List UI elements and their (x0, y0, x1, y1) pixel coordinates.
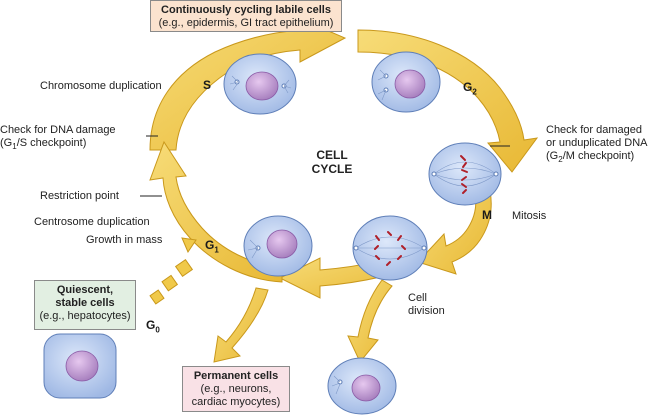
permanent-box-title: Permanent cells (193, 370, 279, 382)
quiescent-cells-box: Quiescent, stable cells (e.g., hepatocyt… (34, 280, 136, 330)
cell-g2-phase (371, 51, 441, 113)
labile-cells-box: Continuously cycling labile cells (e.g.,… (150, 0, 342, 32)
cell-anaphase (352, 215, 428, 281)
g0-dash-3 (149, 289, 165, 305)
cell-g1-phase (243, 215, 313, 277)
arrow-to-permanent (213, 287, 269, 363)
cell-metaphase (428, 142, 502, 206)
label-growth-in-mass: Growth in mass (86, 234, 163, 246)
phase-g2-label: G2 (463, 80, 477, 97)
phase-g0-label: G0 (146, 318, 160, 335)
g0-dash-1 (174, 258, 194, 278)
quiescent-box-title-1: Quiescent, (56, 284, 114, 296)
arrow-from-g0 (181, 237, 197, 254)
label-dna-damage: Check for DNA damage (G1/S checkpoint) (0, 124, 116, 152)
label-chromosome-duplication: Chromosome duplication (40, 80, 162, 92)
label-cell-division: Cell division (408, 292, 445, 317)
label-check-damaged: Check for damaged or unduplicated DNA (G… (546, 124, 648, 165)
cell-cycle-title-line2: CYCLE (311, 162, 353, 176)
cell-cycle-title: CELL CYCLE (292, 148, 372, 176)
g0-dash-2 (161, 274, 179, 292)
quiescent-box-subtitle: (e.g., hepatocytes) (39, 310, 131, 322)
cell-daughter (327, 357, 397, 415)
phase-s-label: S (203, 78, 212, 92)
labile-box-subtitle: (e.g., epidermis, GI tract epithelium) (158, 17, 334, 29)
phase-m-label: M (482, 208, 492, 222)
arrow-cell-division (347, 279, 393, 363)
labile-box-title: Continuously cycling labile cells (161, 4, 331, 16)
cell-s-phase (223, 53, 297, 115)
permanent-cells-box: Permanent cells (e.g., neurons, cardiac … (182, 366, 290, 412)
permanent-box-subtitle-1: (e.g., neurons, (200, 383, 272, 395)
cell-quiescent (43, 333, 117, 399)
label-centrosome-duplication: Centrosome duplication (34, 216, 150, 228)
permanent-box-subtitle-2: cardiac myocytes) (191, 396, 281, 408)
quiescent-box-title-2: stable cells (55, 297, 115, 309)
phase-g1-label: G1 (205, 238, 219, 255)
cell-cycle-title-line1: CELL (316, 148, 348, 162)
label-mitosis: Mitosis (512, 210, 547, 222)
label-restriction-point: Restriction point (40, 190, 119, 202)
